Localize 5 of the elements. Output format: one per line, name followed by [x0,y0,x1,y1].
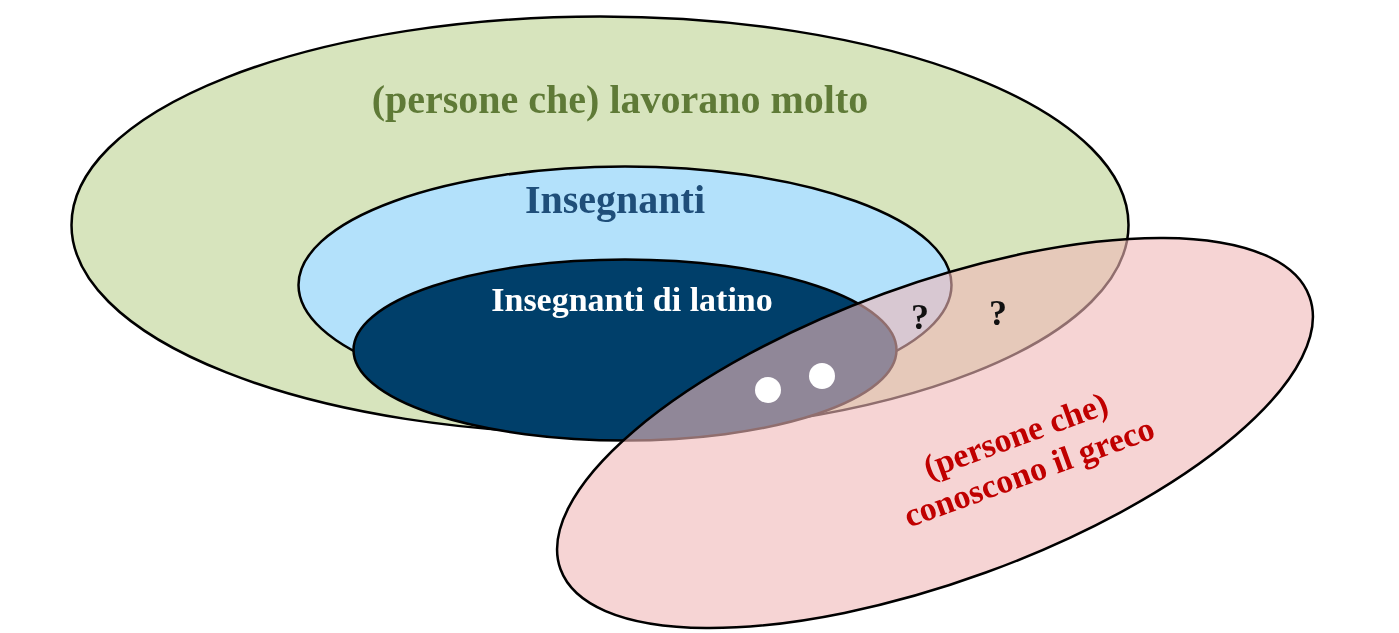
set-label: Insegnanti [524,177,706,223]
question-mark: ? [911,296,929,338]
set-label: (persone che) lavorano molto [371,77,869,123]
question-mark: ? [989,292,1007,334]
set-label: Insegnanti di latino [491,280,773,320]
